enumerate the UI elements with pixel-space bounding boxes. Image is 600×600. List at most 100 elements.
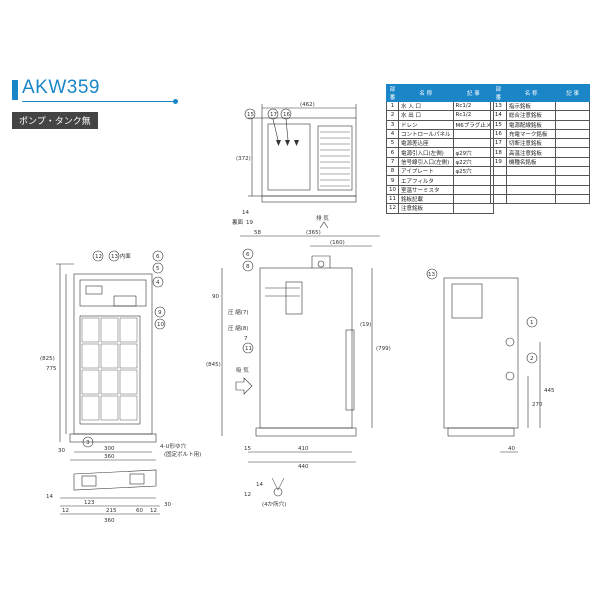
callout-4-label: 4: [156, 280, 160, 286]
table-row-empty: [490, 193, 590, 205]
exhaust-arrow: [319, 221, 329, 229]
top-view-panel: [267, 123, 311, 191]
dim-front-360: 360: [104, 454, 115, 460]
water-inlet: [505, 337, 515, 347]
table-header-no: 部番: [386, 84, 399, 102]
side-view-outline: [259, 267, 353, 429]
right-view-base: [447, 427, 515, 437]
dim-side-799: (799): [376, 346, 391, 352]
title-underline-dot: [173, 99, 178, 104]
label-rear: 裏面: [232, 218, 244, 226]
side-view-eye-plate: [311, 255, 331, 268]
label-exhaust: 排 気: [316, 214, 329, 222]
dim-side-58: 58: [254, 230, 261, 236]
callout-12-label: 12: [95, 254, 102, 260]
dim-front-300: 300: [104, 446, 115, 452]
top-view: [244, 104, 357, 203]
front-view: [56, 250, 166, 461]
front-view-outline: [73, 273, 153, 435]
dim-right-40: 40: [508, 446, 515, 452]
side-view-panel: [285, 281, 303, 315]
right-view-outline: [443, 277, 519, 429]
dim-bottom-215: 215: [106, 508, 117, 514]
callout-15-label: 15: [247, 112, 254, 118]
note-u-holes: 4-U形ゆ穴: [160, 442, 187, 450]
callout-1-label: 1: [530, 320, 534, 326]
right-view: [426, 268, 541, 453]
side-view-base: [255, 427, 357, 437]
dim-bottom-14: 14: [46, 494, 53, 500]
callout-10-label: 10: [157, 322, 164, 328]
callout-6: [152, 250, 164, 262]
callout-9-label: 9: [158, 310, 162, 316]
front-view-grille: [79, 315, 141, 425]
bottom-view-outline: [73, 469, 157, 491]
dim-front-825: (825): [40, 356, 55, 362]
dim-bottom-14b: 14: [256, 482, 263, 488]
dim-side-90: 90: [212, 294, 219, 300]
front-view-upper-panel: [79, 279, 147, 307]
callout-12: [92, 250, 104, 262]
callout-13-label: 13 内面: [111, 252, 131, 260]
front-view-display: [85, 285, 103, 295]
dim-right-445: 445: [544, 388, 555, 394]
note-fixing-bolts: (固定ボルト用): [164, 450, 201, 458]
dim-top-14: 14: [242, 210, 249, 216]
dim-side-365: (365): [306, 230, 321, 236]
dim-bottom-60: 60: [136, 508, 143, 514]
dim-side-19: (19): [360, 322, 371, 328]
callout-9: [154, 306, 166, 318]
bottom-view: [60, 469, 160, 515]
dim-side-410: 410: [298, 446, 309, 452]
callout-2: [526, 352, 538, 364]
top-view-base: [261, 195, 357, 203]
dim-bottom-12c: 12: [244, 492, 251, 498]
variant-badge: ポンプ・タンク無: [12, 112, 98, 129]
label-intake: 吸 気: [236, 366, 249, 374]
dim-bottom-12b: 12: [150, 508, 157, 514]
callout-7-side-label: 7: [244, 336, 248, 342]
water-outlet: [505, 371, 515, 381]
callout-1: [526, 316, 538, 328]
dim-top-width: (462): [300, 102, 315, 108]
label-compression-8: 圧 縮(8): [228, 324, 249, 332]
callout-11: [242, 342, 254, 354]
dim-side-440: 440: [298, 464, 309, 470]
callout-3: [82, 436, 94, 448]
callout-8-side-label: 8: [246, 264, 250, 270]
front-view-control-panel: [113, 295, 137, 307]
callout-4: [152, 276, 164, 288]
page-title: AKW359: [22, 77, 100, 98]
intake-arrow: [235, 377, 253, 395]
callout-11-side-label: 11: [245, 346, 252, 352]
title-accent-bar: [12, 80, 18, 100]
callout-10: [154, 318, 166, 330]
dim-top-depth: (372): [236, 156, 251, 162]
right-view-panel: [451, 283, 483, 319]
title-underline: [22, 101, 178, 102]
note-4-holes: (4か所穴): [262, 500, 286, 508]
dim-front-775: 775: [46, 366, 57, 372]
callout-2-label: 2: [530, 356, 534, 362]
callout-5: [152, 262, 164, 274]
callout-6-label: 6: [156, 254, 160, 260]
dim-top-19: 19: [246, 220, 253, 226]
top-view-outline: [261, 117, 357, 197]
label-compression-7: 圧 縮(7): [228, 308, 249, 316]
empty-cell: [555, 193, 590, 205]
callout-3-label: 3: [86, 440, 90, 446]
callout-13: [108, 250, 120, 262]
side-view: [221, 221, 380, 497]
top-view-fan: [317, 125, 353, 191]
dim-front-30: 30: [58, 448, 65, 454]
dim-side-15: 15: [244, 446, 251, 452]
front-view-base: [69, 433, 157, 443]
dim-bottom-12a: 12: [62, 508, 69, 514]
callout-13: [426, 268, 438, 280]
callout-17-label: 17: [270, 112, 277, 118]
dim-right-270: 270: [532, 402, 543, 408]
callout-13-right-label: 13: [428, 272, 435, 278]
